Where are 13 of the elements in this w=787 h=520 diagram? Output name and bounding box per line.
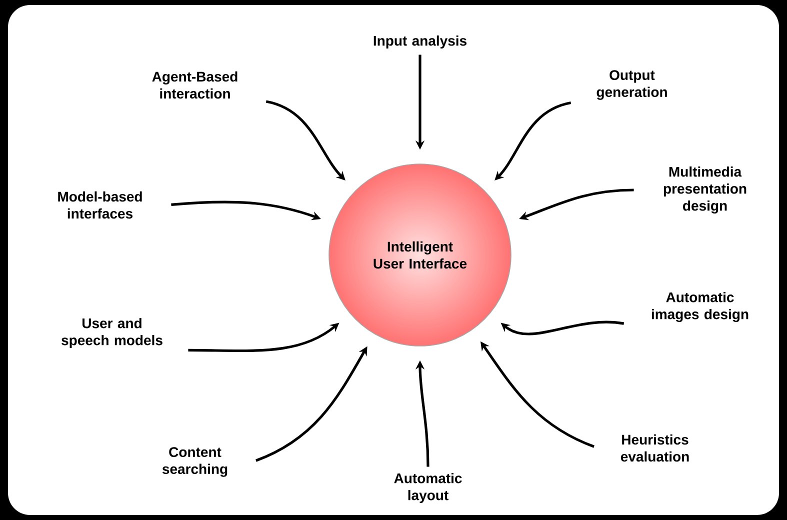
topic-label: Input analysis (374, 35, 466, 49)
topic-label: Multimedia presentation design (664, 166, 746, 214)
arrow (494, 102, 572, 180)
topic-label: Heuristics evaluation (620, 434, 689, 462)
topic-label: Automatic layout (394, 472, 462, 504)
topic-label: Content searching (162, 447, 228, 477)
topic-label: Output generation (596, 70, 667, 100)
topic-label: User and speech models (62, 318, 162, 348)
arrow (266, 100, 346, 180)
topic-label: Automatic images design (652, 292, 748, 322)
topic-label: Agent-Based interaction (152, 71, 238, 99)
circle-node: Intelligent User Interface (328, 164, 512, 346)
topic-label: Model-based interfaces (58, 191, 142, 219)
